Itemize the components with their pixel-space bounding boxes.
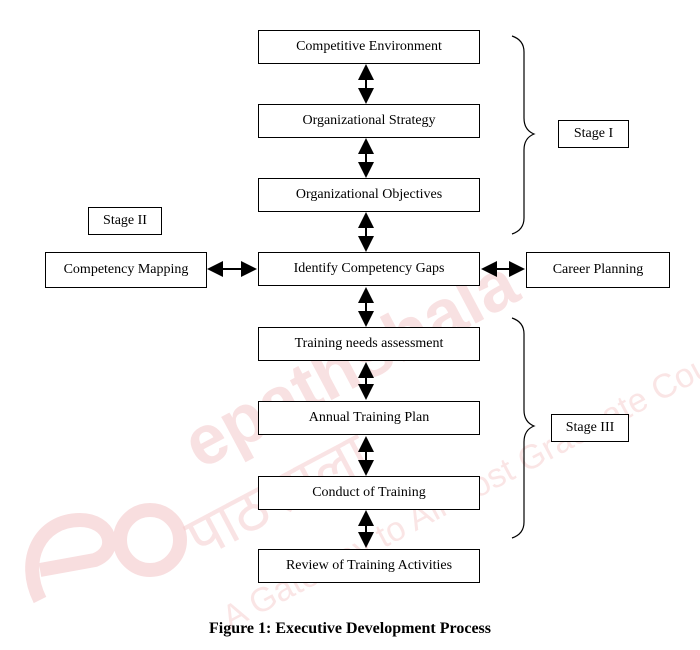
node-competency-mapping: Competency Mapping <box>45 252 207 288</box>
label-stage-2: Stage II <box>88 207 162 235</box>
brace-stage-1 <box>511 35 536 235</box>
watermark-p-logo <box>113 503 187 577</box>
node-review-of-training-activities: Review of Training Activities <box>258 549 480 583</box>
node-organizational-objectives: Organizational Objectives <box>258 178 480 212</box>
node-conduct-of-training: Conduct of Training <box>258 476 480 510</box>
node-competitive-environment: Competitive Environment <box>258 30 480 64</box>
label-stage-1: Stage I <box>558 120 629 148</box>
label-stage-3: Stage III <box>551 414 629 442</box>
figure-caption: Figure 1: Executive Development Process <box>208 620 491 637</box>
node-identify-competency-gaps: Identify Competency Gaps <box>258 252 480 286</box>
watermark-e-logo <box>25 512 117 604</box>
node-career-planning: Career Planning <box>526 252 670 288</box>
brace-stage-3 <box>511 317 536 539</box>
node-organizational-strategy: Organizational Strategy <box>258 104 480 138</box>
node-annual-training-plan: Annual Training Plan <box>258 401 480 435</box>
node-training-needs-assessment: Training needs assessment <box>258 327 480 361</box>
